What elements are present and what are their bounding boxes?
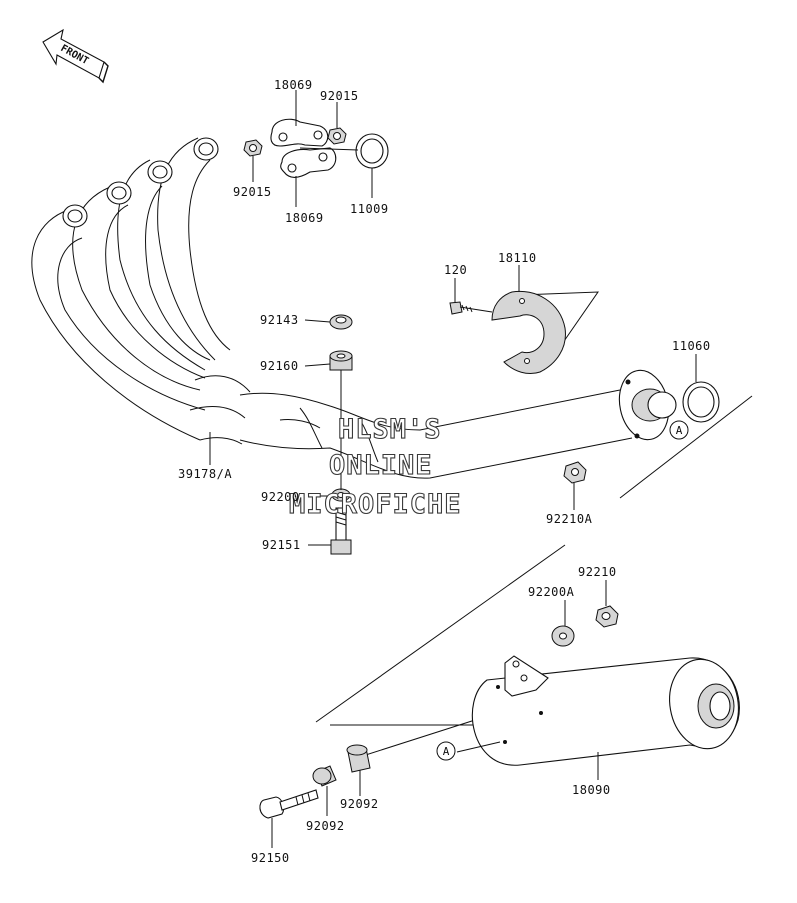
part-label-18090: 18090 bbox=[572, 783, 611, 797]
bolt-92150-icon bbox=[259, 789, 319, 819]
part-label-92200: 92200 bbox=[261, 490, 300, 504]
damper-92092-right-icon bbox=[346, 744, 371, 773]
part-label-120: 120 bbox=[444, 263, 467, 277]
part-label-92092-right: 92092 bbox=[340, 797, 379, 811]
nut-92210A-icon bbox=[563, 461, 587, 484]
bolt-92151-icon bbox=[330, 507, 352, 555]
part-label-92092-left: 92092 bbox=[306, 819, 345, 833]
watermark: HLSM'S ONLINE MICROFICHE bbox=[288, 413, 462, 520]
part-label-92160: 92160 bbox=[260, 359, 299, 373]
exhaust-header-pipes bbox=[31, 137, 677, 479]
svg-text:A: A bbox=[676, 424, 683, 437]
part-label-18110: 18110 bbox=[498, 251, 537, 265]
part-label-39178a: 39178/A bbox=[178, 467, 232, 481]
gasket-11060-icon bbox=[682, 381, 720, 423]
ref-marker-a-upper: A bbox=[669, 420, 689, 440]
watermark-line-1: HLSM'S bbox=[338, 414, 442, 445]
nut-92210-icon bbox=[595, 605, 619, 628]
part-labels: 18069 92015 92015 18069 11009 120 18110 … bbox=[178, 78, 711, 865]
part-label-92143: 92143 bbox=[260, 313, 299, 327]
bolt-120-icon bbox=[449, 301, 493, 315]
heat-shield-18110-icon bbox=[491, 290, 566, 375]
part-label-92015-top: 92015 bbox=[320, 89, 359, 103]
svg-text:A: A bbox=[443, 745, 450, 758]
part-label-92015-left: 92015 bbox=[233, 185, 272, 199]
part-label-11060: 11060 bbox=[672, 339, 711, 353]
watermark-line-3: MICROFICHE bbox=[289, 489, 462, 520]
grommet-92143-icon bbox=[329, 314, 353, 330]
part-label-18069-bottom: 18069 bbox=[285, 211, 324, 225]
part-label-92150: 92150 bbox=[251, 851, 290, 865]
damper-92092-left-icon bbox=[312, 765, 337, 787]
part-label-92210: 92210 bbox=[578, 565, 617, 579]
part-label-92200a: 92200A bbox=[528, 585, 575, 599]
leader-lines bbox=[209, 90, 697, 848]
gasket-11009-icon bbox=[355, 133, 389, 169]
front-arrow-icon: FRONT bbox=[42, 28, 109, 84]
part-label-92210a: 92210A bbox=[546, 512, 593, 526]
part-label-11009: 11009 bbox=[350, 202, 389, 216]
part-label-18069-top: 18069 bbox=[274, 78, 313, 92]
nut-92015-icon bbox=[243, 127, 347, 157]
collar-92160-icon bbox=[329, 350, 353, 371]
watermark-line-2: ONLINE bbox=[329, 450, 433, 481]
washer-92200A-icon bbox=[551, 625, 575, 647]
muffler-18090-icon bbox=[471, 655, 740, 766]
clamp-18069-icon bbox=[270, 118, 337, 178]
ref-marker-a-lower: A bbox=[436, 741, 456, 761]
part-label-92151: 92151 bbox=[262, 538, 301, 552]
